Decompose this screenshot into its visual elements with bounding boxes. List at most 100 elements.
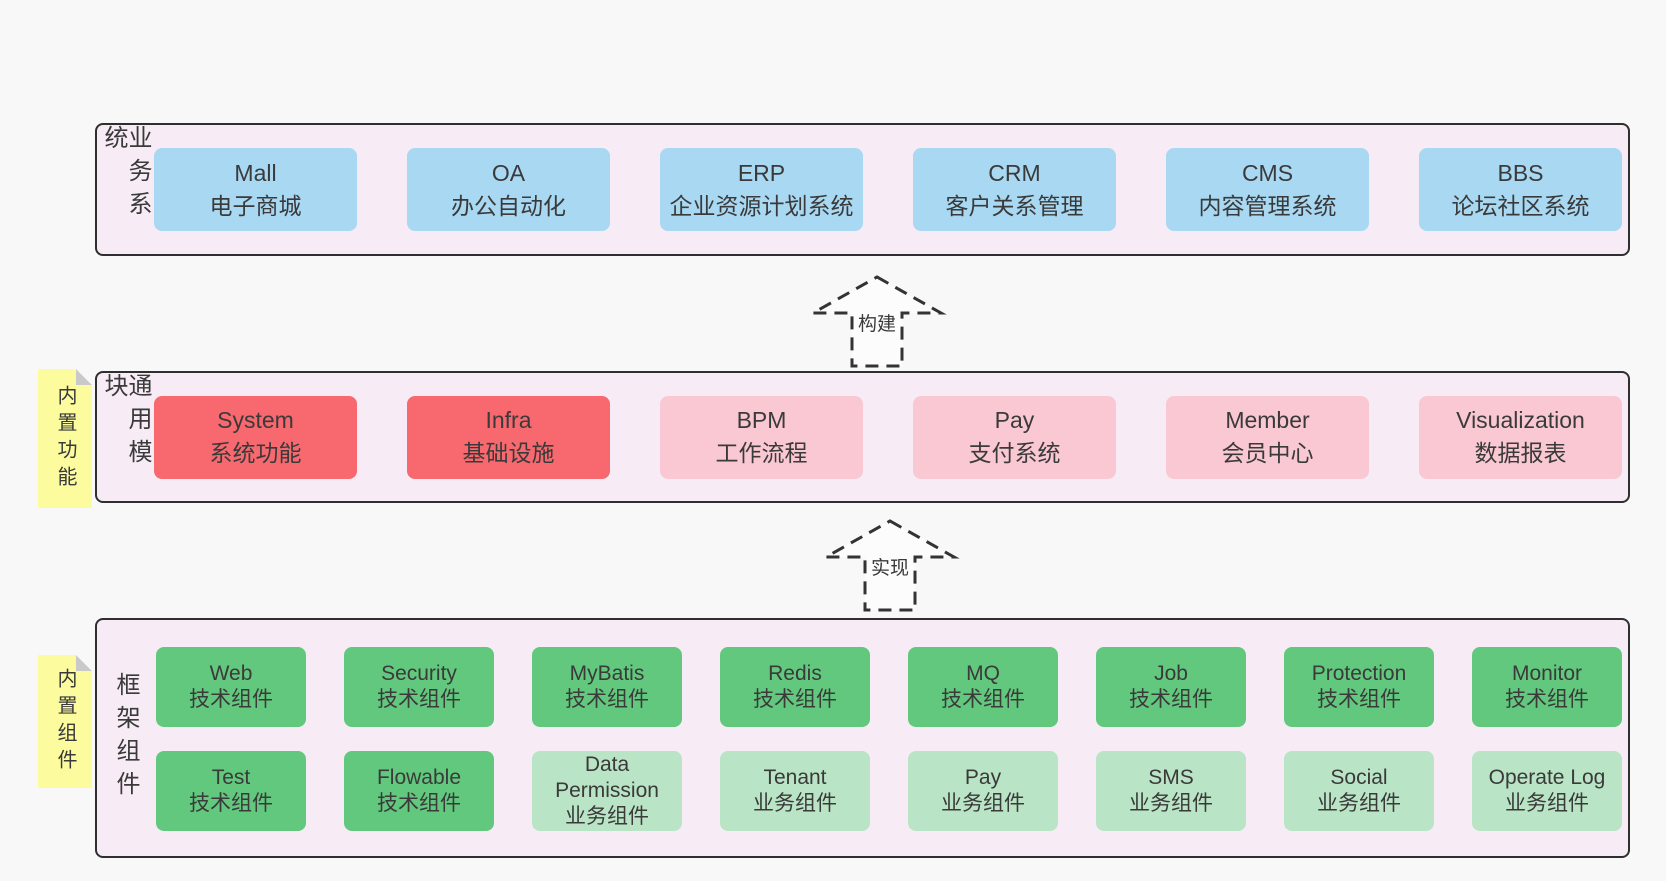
box-protection: Protection 技术组件	[1284, 647, 1434, 727]
box-title: Flowable	[376, 766, 462, 789]
folded-corner-icon	[76, 655, 92, 671]
box-subtitle: 工作流程	[715, 440, 808, 466]
box-bpm: BPM 工作流程	[660, 395, 863, 479]
box-oa: OA 办公自动化	[407, 148, 610, 231]
box-subtitle: 办公自动化	[451, 192, 566, 219]
sticky-text: 内置组件	[54, 667, 76, 776]
box-subtitle: 业务组件	[1129, 792, 1213, 815]
box-subtitle: 技术组件	[377, 792, 461, 815]
build-arrow-label: 构建	[854, 307, 900, 338]
modules-boxes-row: System 系统功能 Infra 基础设施 BPM 工作流程 Pay 支付系统…	[154, 373, 1622, 501]
layer-label-framework: 框架组件	[97, 620, 153, 856]
box-title: Test	[211, 766, 251, 789]
box-title: Tenant	[763, 766, 827, 789]
box-subtitle: 技术组件	[941, 688, 1025, 711]
box-title: Protection	[1311, 662, 1407, 685]
box-title: ERP	[737, 159, 786, 186]
box-pay: Pay 支付系统	[913, 395, 1116, 479]
layer-label-text: 通用模块	[100, 373, 151, 472]
implement-arrow-label: 实现	[867, 551, 913, 582]
box-title: Monitor	[1511, 662, 1583, 685]
box-title: Mall	[234, 159, 277, 186]
box-title: Infra	[485, 407, 532, 433]
box-flowable: Flowable 技术组件	[344, 751, 494, 831]
box-subtitle: 会员中心	[1221, 440, 1314, 466]
box-title: System	[217, 407, 294, 433]
box-subtitle: 支付系统	[968, 440, 1061, 466]
box-subtitle: 业务组件	[1317, 792, 1401, 815]
box-title: OA	[491, 159, 526, 186]
sticky-note-built-in-components: 内置组件	[38, 655, 92, 788]
box-title: Social	[1330, 766, 1388, 789]
layer-label-text: 框架组件	[112, 672, 139, 804]
box-title: Redis	[768, 662, 822, 685]
box-cms: CMS 内容管理系统	[1166, 148, 1369, 231]
layer-framework-components: 框架组件 Web 技术组件 Security 技术组件 MyBatis 技术组件…	[95, 618, 1630, 858]
box-subtitle: 技术组件	[565, 688, 649, 711]
box-test: Test 技术组件	[156, 751, 306, 831]
box-title: Security	[381, 662, 457, 685]
folded-corner-icon	[76, 369, 92, 385]
framework-row-1: Web 技术组件 Security 技术组件 MyBatis 技术组件 Redi…	[156, 647, 1622, 727]
box-title: CRM	[988, 159, 1041, 186]
box-mall: Mall 电子商城	[154, 148, 357, 231]
layer-label-modules: 通用模块	[97, 373, 153, 501]
build-arrow: 构建	[802, 274, 952, 369]
box-monitor: Monitor 技术组件	[1472, 647, 1622, 727]
box-subtitle: 业务组件	[753, 792, 837, 815]
layer-common-modules: 通用模块 System 系统功能 Infra 基础设施 BPM 工作流程 Pay…	[95, 371, 1630, 503]
box-subtitle: 技术组件	[1505, 688, 1589, 711]
box-visualization: Visualization 数据报表	[1419, 395, 1622, 479]
layer-label-business: 业务系统	[97, 125, 153, 254]
box-pay-biz: Pay 业务组件	[908, 751, 1058, 831]
box-title: MQ	[966, 662, 1000, 685]
box-title: Web	[209, 662, 253, 685]
box-job: Job 技术组件	[1096, 647, 1246, 727]
box-title: SMS	[1148, 766, 1194, 789]
box-title: CMS	[1241, 159, 1294, 186]
box-subtitle: 数据报表	[1474, 440, 1567, 466]
box-title: Job	[1154, 662, 1188, 685]
box-subtitle: 业务组件	[941, 792, 1025, 815]
box-sms: SMS 业务组件	[1096, 751, 1246, 831]
box-subtitle: 技术组件	[377, 688, 461, 711]
box-redis: Redis 技术组件	[720, 647, 870, 727]
sticky-note-built-in-features: 内置功能	[38, 369, 92, 508]
box-web: Web 技术组件	[156, 647, 306, 727]
box-title: Pay	[994, 407, 1035, 433]
layer-business-systems: 业务系统 Mall 电子商城 OA 办公自动化 ERP 企业资源计划系统 CRM…	[95, 123, 1630, 256]
box-system: System 系统功能	[154, 395, 357, 479]
box-mybatis: MyBatis 技术组件	[532, 647, 682, 727]
box-subtitle: 电子商城	[209, 192, 302, 219]
box-title: Member	[1225, 407, 1310, 433]
business-boxes-row: Mall 电子商城 OA 办公自动化 ERP 企业资源计划系统 CRM 客户关系…	[154, 125, 1622, 254]
box-social: Social 业务组件	[1284, 751, 1434, 831]
box-title: Data Permission	[555, 753, 659, 802]
box-title: MyBatis	[569, 662, 645, 685]
framework-row-2: Test 技术组件 Flowable 技术组件 Data Permission …	[156, 751, 1622, 831]
box-subtitle: 业务组件	[565, 805, 649, 828]
box-title: Operate Log	[1488, 766, 1606, 789]
framework-boxes-grid: Web 技术组件 Security 技术组件 MyBatis 技术组件 Redi…	[156, 647, 1622, 831]
box-subtitle: 企业资源计划系统	[669, 192, 854, 219]
box-erp: ERP 企业资源计划系统	[660, 148, 863, 231]
box-title: BBS	[1497, 159, 1544, 186]
sticky-text: 内置功能	[54, 384, 76, 493]
box-mq: MQ 技术组件	[908, 647, 1058, 727]
box-subtitle: 技术组件	[189, 792, 273, 815]
box-subtitle: 技术组件	[189, 688, 273, 711]
box-subtitle: 技术组件	[753, 688, 837, 711]
box-subtitle: 业务组件	[1505, 792, 1589, 815]
box-security: Security 技术组件	[344, 647, 494, 727]
box-title: BPM	[736, 407, 787, 433]
box-tenant: Tenant 业务组件	[720, 751, 870, 831]
box-crm: CRM 客户关系管理	[913, 148, 1116, 231]
box-subtitle: 基础设施	[462, 440, 555, 466]
layer-label-text: 业务系统	[100, 125, 151, 224]
box-title: Visualization	[1456, 407, 1585, 433]
box-bbs: BBS 论坛社区系统	[1419, 148, 1622, 231]
box-subtitle: 技术组件	[1129, 688, 1213, 711]
box-title: Pay	[964, 766, 1002, 789]
box-member: Member 会员中心	[1166, 395, 1369, 479]
